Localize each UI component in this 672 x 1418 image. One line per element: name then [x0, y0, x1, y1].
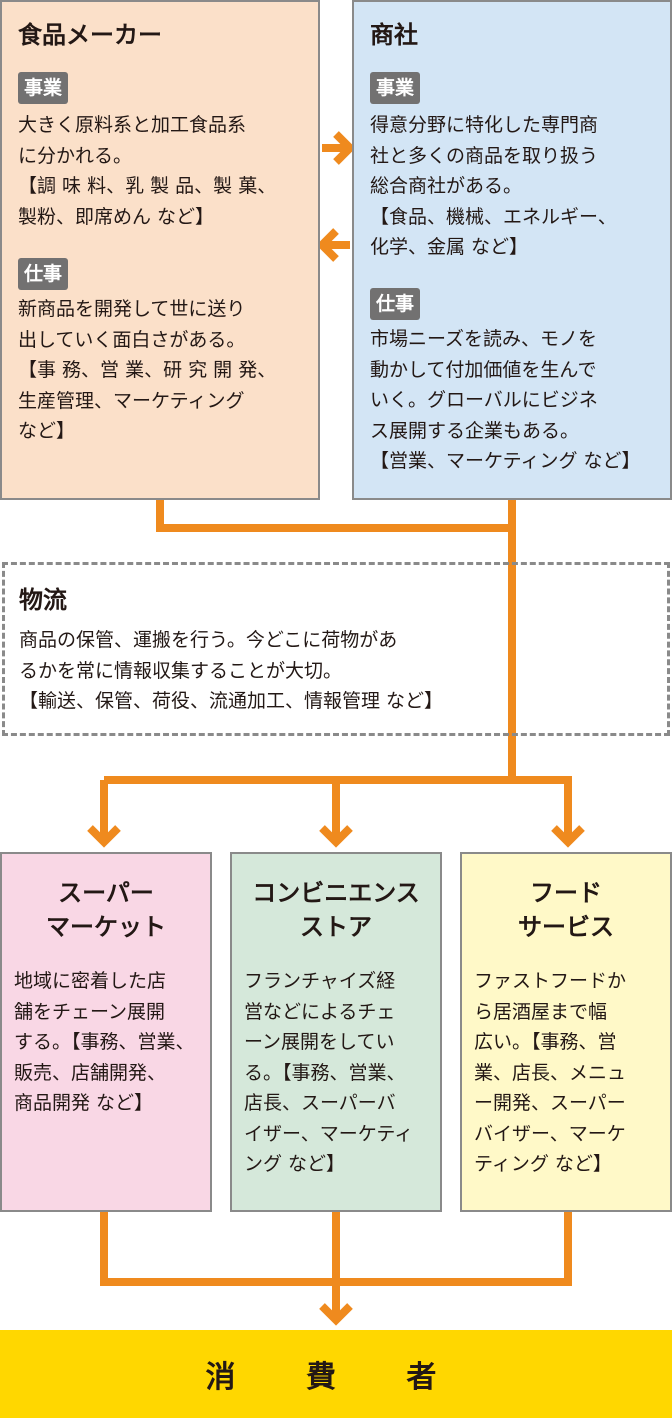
arrow-head-supermarket: [87, 825, 121, 848]
food-manufacturer-box: 食品メーカー 事業 大きく原料系と加工食品系 に分かれる。 【調 味 料、乳 製…: [0, 0, 320, 500]
logistics-box: 物流 商品の保管、運搬を行う。今どこに荷物があ るかを常に情報収集することが大切…: [2, 562, 670, 736]
flow-lines: [87, 131, 585, 1326]
supermarket-title: スーパー マーケット: [46, 879, 166, 941]
consumer-bar: 消 費 者: [0, 1330, 672, 1418]
trading-business-tag: 事業: [370, 72, 421, 104]
logistics-text: 商品の保管、運搬を行う。今どこに荷物があ るかを常に情報収集することが大切。 【…: [19, 629, 444, 712]
logistics-title: 物流: [19, 586, 67, 614]
supermarket-box: スーパー マーケット 地域に密着した店 舗をチェーン展開 する。【事務、営業、 …: [0, 852, 212, 1212]
food-manufacturer-title: 食品メーカー: [18, 21, 162, 49]
trading-work-text: 市場ニーズを読み、モノを 動かして付加価値を生んで いく。グローバルにビジネ ス…: [370, 328, 641, 472]
arrow-head-foodservice: [551, 825, 585, 848]
arrow-head-to-manufacturer: [316, 228, 339, 262]
manufacturer-business-tag: 事業: [18, 72, 69, 104]
trading-business-text: 得意分野に特化した専門商 社と多くの商品を取り扱う 総合商社がある。 【食品、機…: [370, 114, 617, 258]
connector-manufacturer-down: [156, 500, 512, 532]
food-service-box: フード サービス ファストフードか ら居酒屋まで幅 広い。【事務、営 業、店長、…: [460, 852, 672, 1212]
food-service-title: フード サービス: [518, 879, 614, 941]
manufacturer-business-text: 大きく原料系と加工食品系 に分かれる。 【調 味 料、乳 製 品、製 菓、 製粉…: [18, 114, 277, 228]
trading-company-title: 商社: [370, 21, 418, 49]
consumer-label: 消 費 者: [205, 1360, 467, 1395]
arrow-head-to-trading: [333, 131, 356, 165]
arrow-head-consumer: [319, 1303, 353, 1326]
manufacturer-work-text: 新商品を開発して世に送り 出していく面白さがある。 【事 務、営 業、研 究 開…: [18, 298, 277, 442]
trading-company-box: 商社 事業 得意分野に特化した専門商 社と多くの商品を取り扱う 総合商社がある。…: [352, 0, 672, 500]
supermarket-text: 地域に密着した店 舗をチェーン展開 する。【事務、営業、 販売、店舗開発、 商品…: [14, 970, 195, 1114]
trading-work-tag: 仕事: [370, 288, 421, 320]
convenience-store-box: コンビニエンス ストア フランチャイズ経 営などによるチェ ーン展開をしてい る…: [230, 852, 442, 1212]
food-service-text: ファストフードか ら居酒屋まで幅 広い。【事務、営 業、店長、メニュ ー開発、ス…: [474, 970, 627, 1175]
convenience-store-title: コンビニエンス ストア: [252, 879, 420, 941]
convenience-store-text: フランチャイズ経 営などによるチェ ーン展開をしてい る。【事務、営業、 店長、…: [244, 970, 414, 1175]
manufacturer-work-tag: 仕事: [18, 258, 69, 290]
arrow-head-convenience: [319, 825, 353, 848]
